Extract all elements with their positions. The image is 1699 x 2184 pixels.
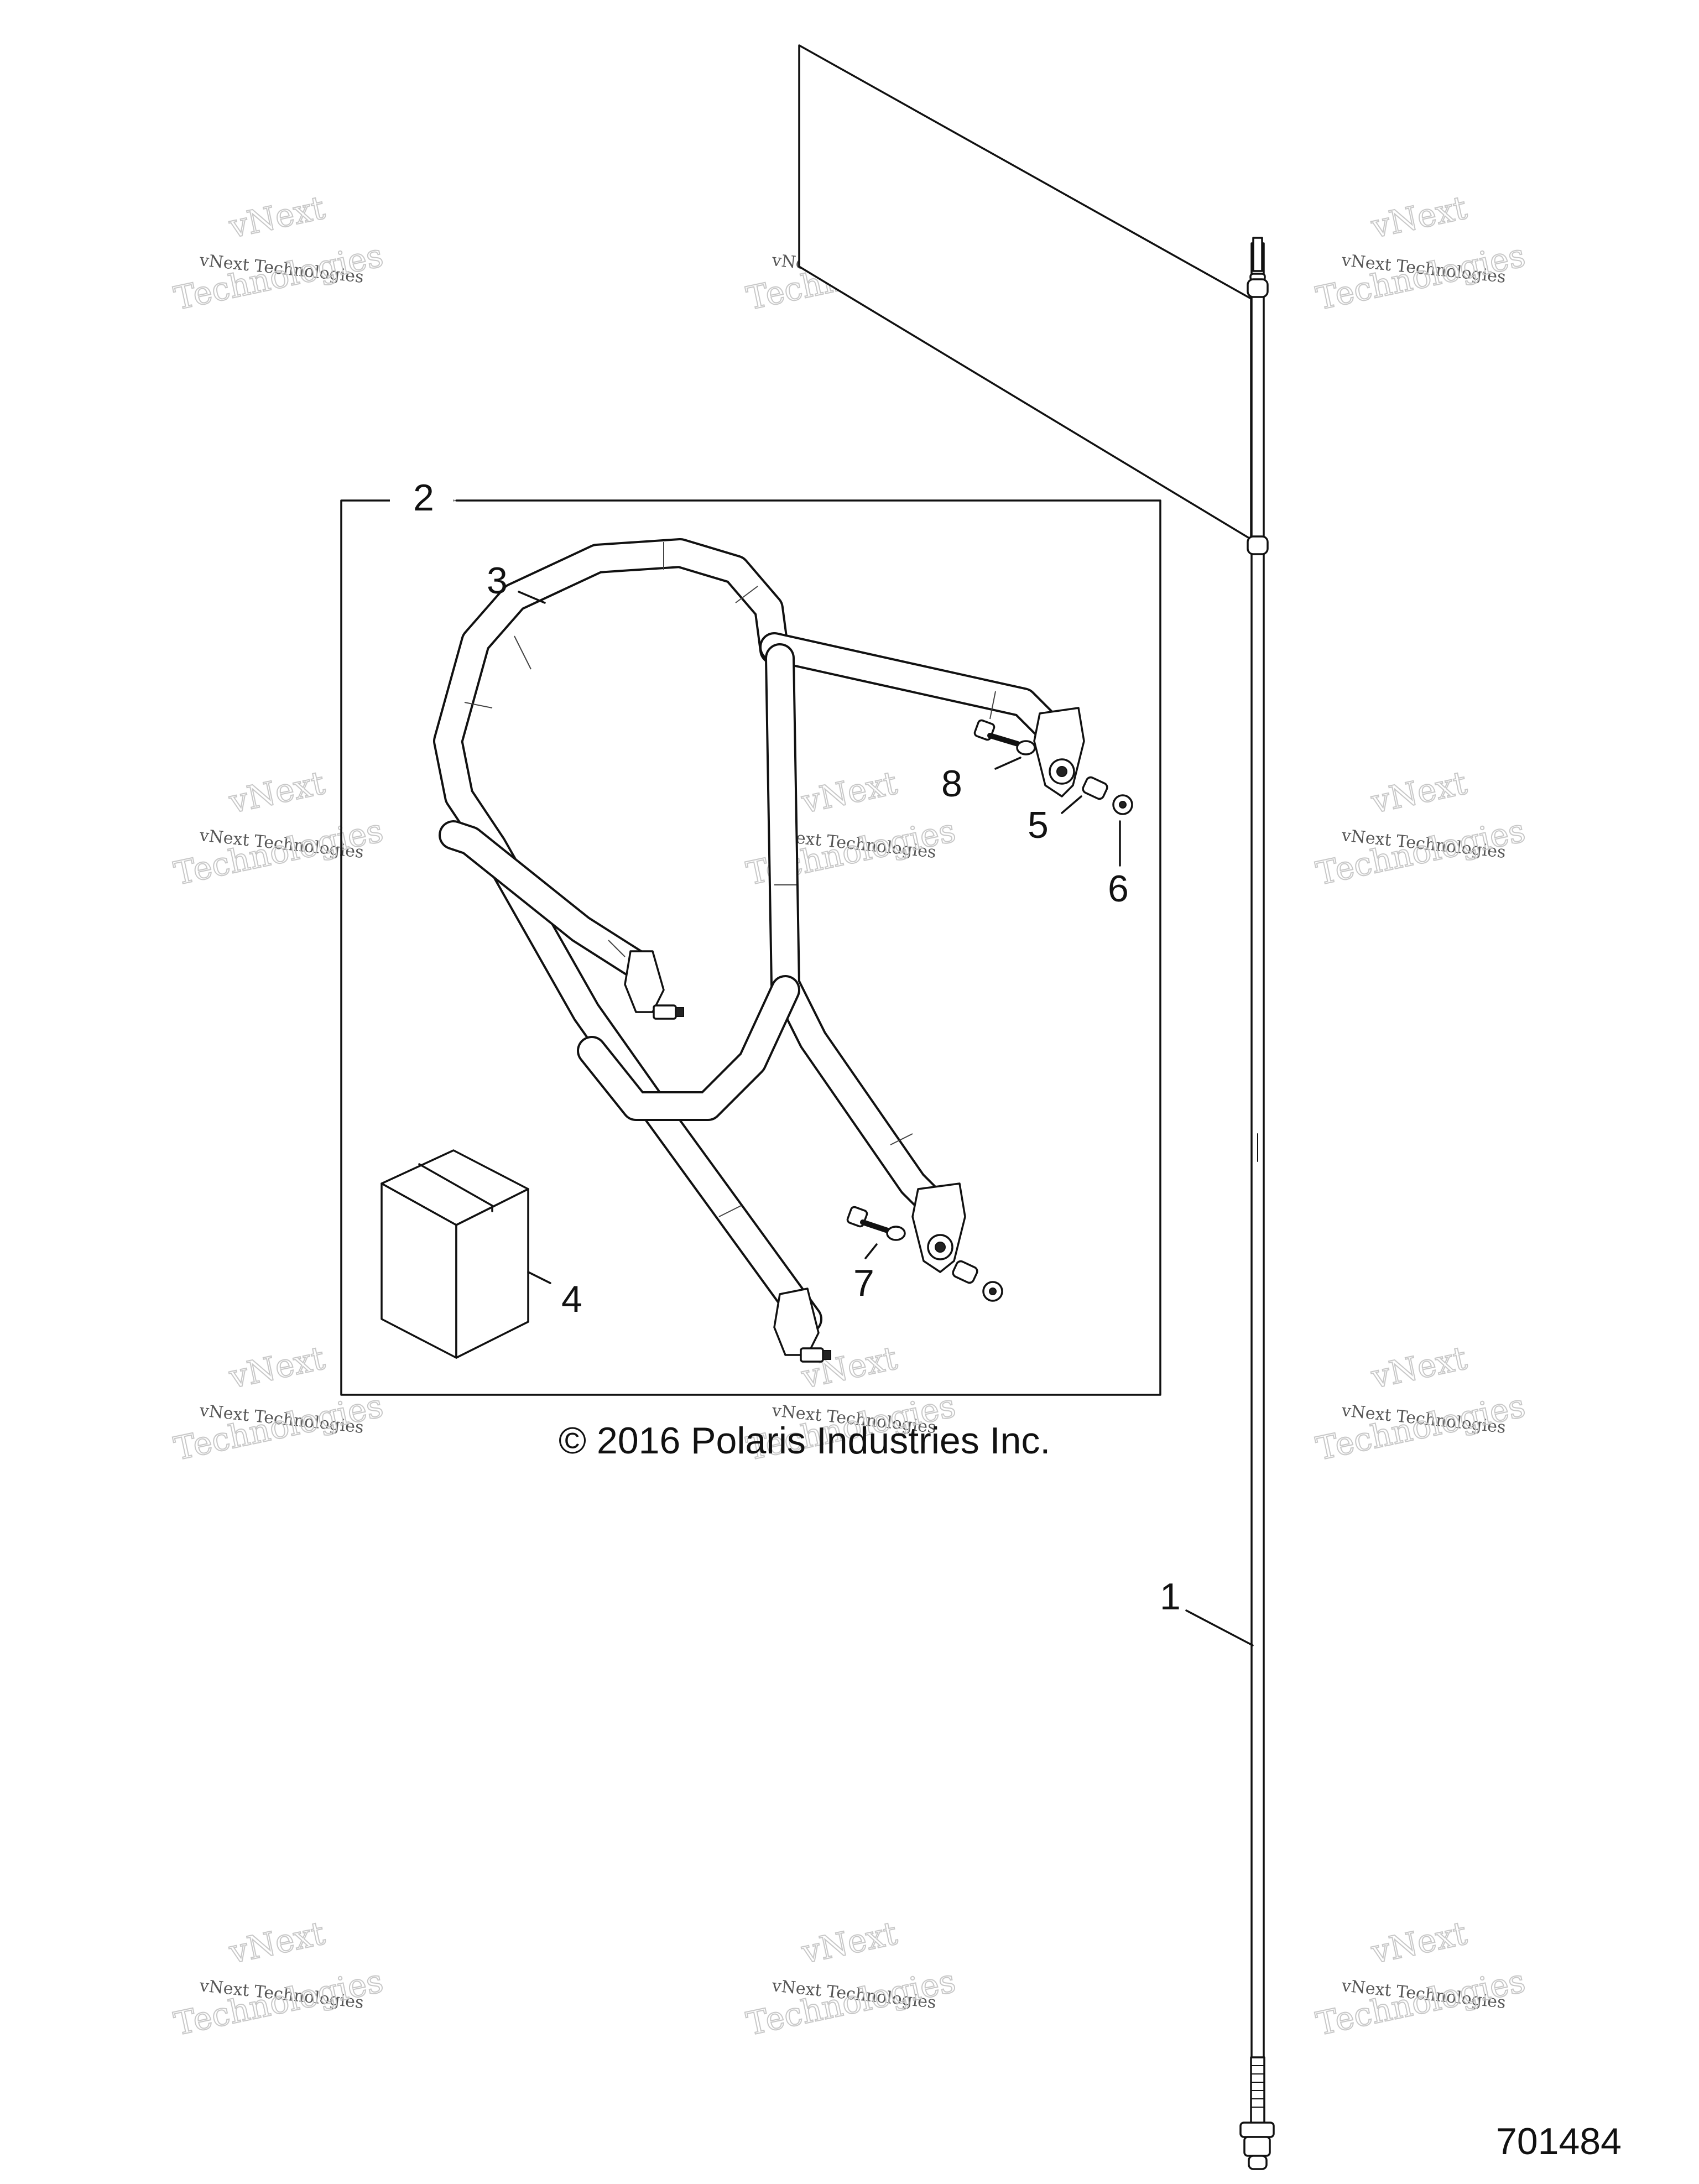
kit-frame: [340, 484, 1161, 1396]
mount-left-lower: [773, 1288, 831, 1363]
watermark-outline: Technologies: [1313, 1386, 1529, 1467]
watermark-prefix: vNext: [1368, 189, 1470, 246]
bolt-7: [846, 1206, 906, 1241]
callout-1: 1: [1160, 1576, 1181, 1618]
mount-left-inner: [624, 950, 684, 1020]
watermark-prefix: vNext: [1368, 1914, 1470, 1971]
watermark-prefix: vNext: [226, 189, 328, 246]
hardware-upper: [973, 719, 1133, 815]
grab-bar-assembly: [433, 538, 1085, 1363]
copyright-notice: © 2016 Polaris Industries Inc.: [559, 1420, 1050, 1462]
callout-2: 2: [413, 477, 434, 519]
tube-seams: [464, 542, 996, 1217]
watermark-prefix: vNext: [226, 764, 328, 821]
bracket-lower-right: [911, 1182, 966, 1273]
pole-threads: [1250, 2065, 1265, 2108]
callout-labels: 1 2 3 4 5 6 7 8: [413, 477, 1181, 1618]
watermark-prefix: vNext: [798, 1914, 900, 1971]
watermark-outline: Technologies: [1313, 236, 1529, 317]
leader-lines: [518, 591, 1254, 1646]
watermark-outline: Technologies: [1313, 811, 1529, 892]
watermark-outline: Technologies: [1313, 1962, 1529, 2042]
callout-5: 5: [1028, 804, 1049, 846]
watermark-prefix: vNext: [1368, 764, 1470, 821]
nut-6: [1112, 794, 1133, 815]
callout-7: 7: [853, 1262, 874, 1304]
callout-4: 4: [561, 1278, 582, 1320]
watermark-prefix: vNext: [226, 1914, 328, 1971]
flag-pennant: [798, 44, 1252, 540]
callout-8: 8: [941, 763, 962, 805]
instruction-box: [381, 1149, 529, 1359]
callout-3: 3: [487, 560, 508, 602]
watermark-outline: Technologies: [171, 236, 387, 317]
bolt-8: [973, 719, 1036, 755]
watermark-outline: Technologies: [171, 811, 387, 892]
callout-6: 6: [1108, 868, 1129, 910]
bushing-5: [1082, 776, 1108, 800]
watermark-prefix: vNext: [226, 1339, 328, 1396]
hardware-lower: [846, 1206, 1003, 1302]
watermark-prefix: vNext: [798, 764, 900, 821]
document-number: 701484: [1496, 2120, 1622, 2162]
watermark-prefix: vNext: [1368, 1339, 1470, 1396]
watermark-outline: Technologies: [171, 1962, 387, 2042]
bracket-upper-right: [1033, 707, 1085, 798]
flag-pole: [1239, 237, 1275, 2170]
watermark-outline: Technologies: [171, 1386, 387, 1467]
watermark-outline: Technologies: [743, 1962, 959, 2042]
